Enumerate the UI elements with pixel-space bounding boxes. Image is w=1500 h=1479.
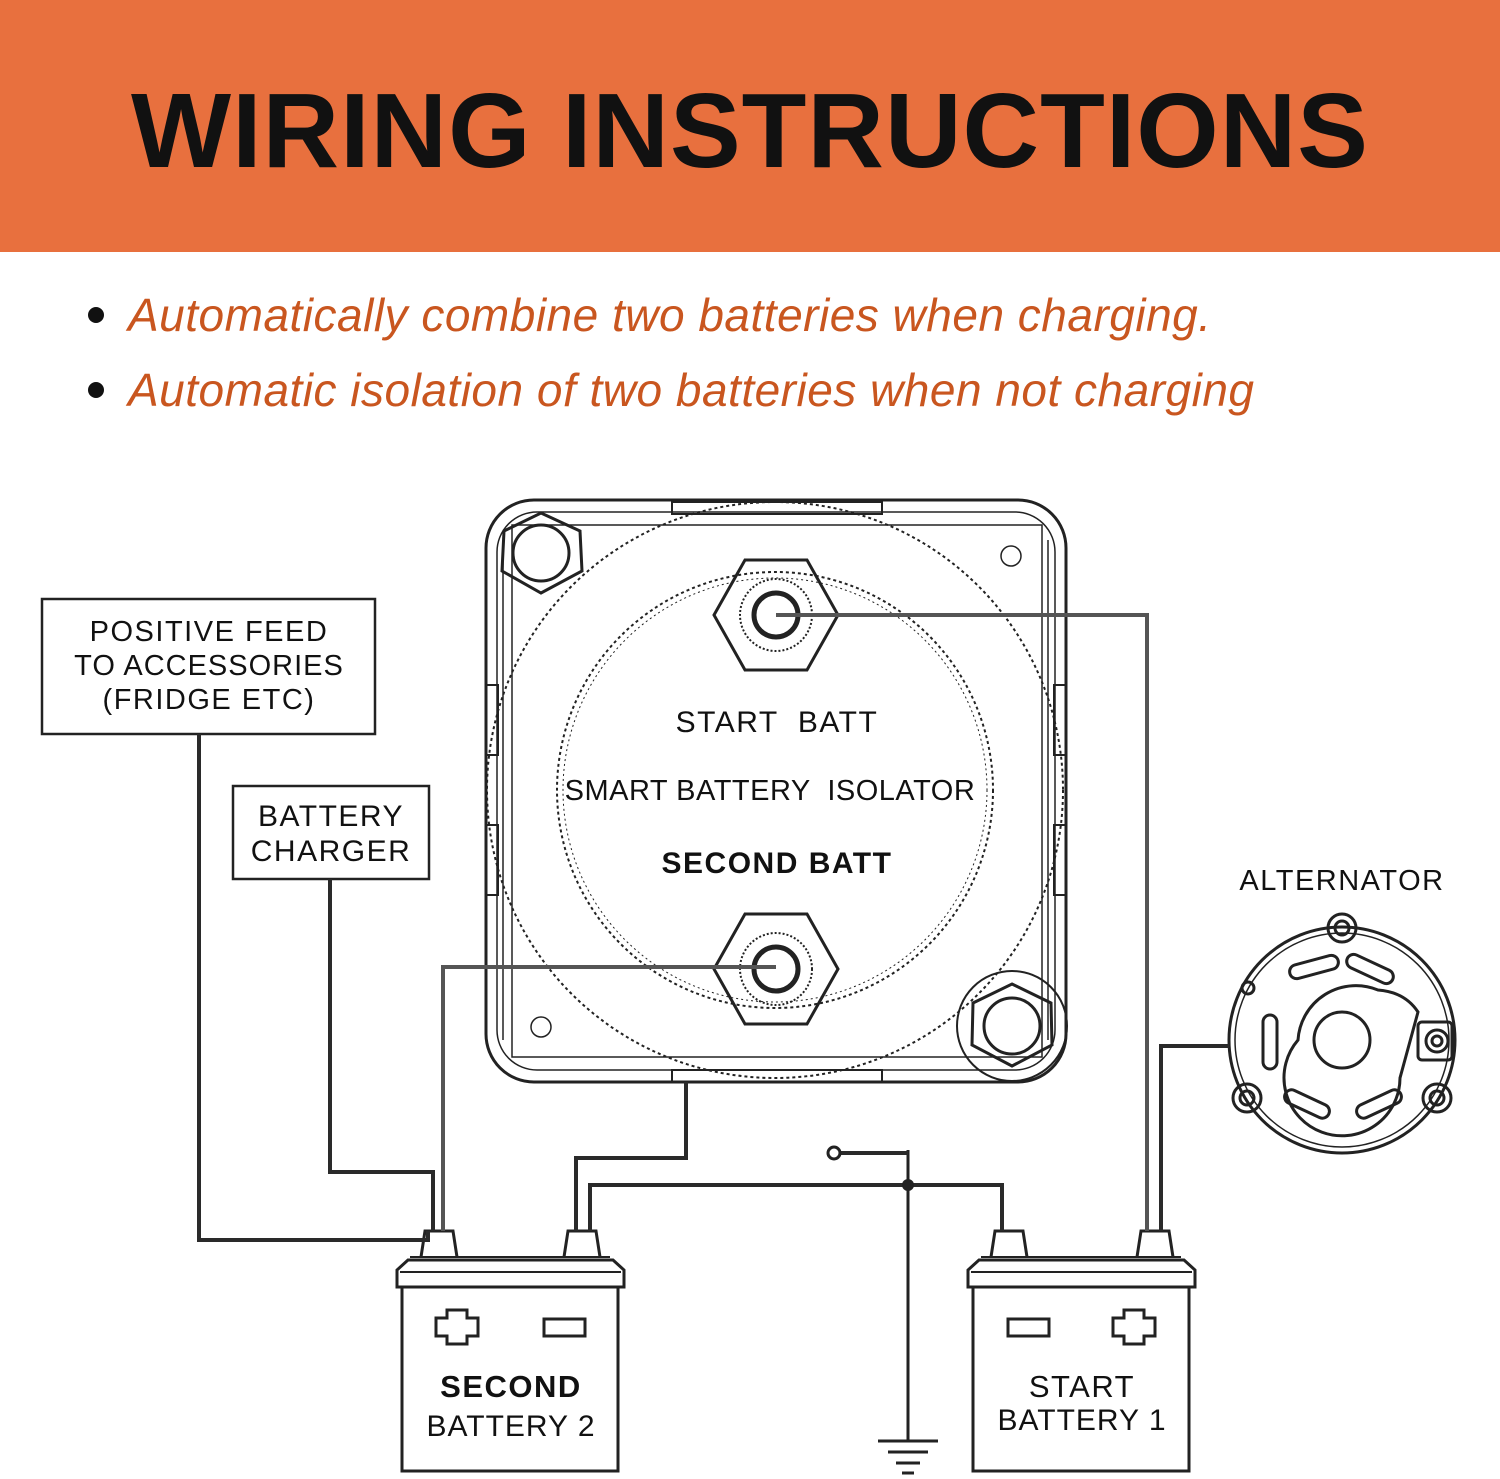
second-battery-line-2: BATTERY 2	[426, 1410, 595, 1443]
accessories-box: POSITIVE FEED TO ACCESSORIES (FRIDGE ETC…	[40, 597, 377, 736]
minus-icon	[1006, 1317, 1051, 1338]
plus-icon	[1111, 1308, 1157, 1346]
ground-terminal	[826, 1145, 842, 1161]
wire-second-batt-terminal	[441, 965, 776, 1231]
start-battery-line-2: BATTERY 1	[997, 1404, 1166, 1437]
hex-nut-icon	[500, 511, 584, 595]
charger-line-2: CHARGER	[251, 835, 412, 868]
bullet-dot-icon	[88, 307, 104, 323]
ground-icon	[878, 1150, 938, 1475]
wire-charger	[328, 879, 435, 1231]
wire-junction	[902, 1179, 914, 1191]
isolator-unit	[484, 498, 1068, 1084]
bullet-item: Automatically combine two batteries when…	[88, 289, 1212, 341]
isolator-center-label: SMART BATTERY ISOLATOR	[565, 775, 976, 807]
wire-ground-bus	[588, 1183, 1004, 1231]
start-battery	[966, 1229, 1197, 1473]
header-banner: WIRING INSTRUCTIONS	[0, 0, 1500, 252]
minus-icon	[542, 1317, 587, 1338]
charger-line-1: BATTERY	[258, 800, 404, 833]
wire-start-batt-terminal	[776, 613, 1149, 1231]
bullet-item: Automatic isolation of two batteries whe…	[88, 364, 1255, 416]
wires	[197, 613, 1229, 1242]
wire-isolator-ground	[574, 1082, 688, 1231]
alternator-icon	[1227, 912, 1457, 1155]
page-title: WIRING INSTRUCTIONS	[131, 72, 1369, 190]
wire-alternator	[1159, 1044, 1229, 1231]
accessories-line-1: POSITIVE FEED	[90, 616, 329, 648]
isolator-bottom-label: SECOND BATT	[662, 847, 893, 880]
bullet-dot-icon	[88, 382, 104, 398]
hex-nut-icon	[956, 970, 1068, 1082]
second-battery	[395, 1229, 626, 1473]
plus-icon	[434, 1308, 480, 1346]
second-battery-line-1: SECOND	[440, 1369, 582, 1404]
accessories-line-3: (FRIDGE ETC)	[103, 684, 316, 716]
alternator-label: ALTERNATOR	[1239, 865, 1444, 897]
wire-accessories	[197, 734, 430, 1242]
isolator-top-label: START BATT	[676, 706, 879, 739]
bullet-text: Automatic isolation of two batteries whe…	[128, 364, 1255, 416]
start-battery-line-1: START	[1029, 1369, 1135, 1404]
accessories-line-2: TO ACCESSORIES	[74, 650, 344, 682]
charger-box: BATTERY CHARGER	[231, 784, 431, 881]
bullet-text: Automatically combine two batteries when…	[128, 289, 1212, 341]
